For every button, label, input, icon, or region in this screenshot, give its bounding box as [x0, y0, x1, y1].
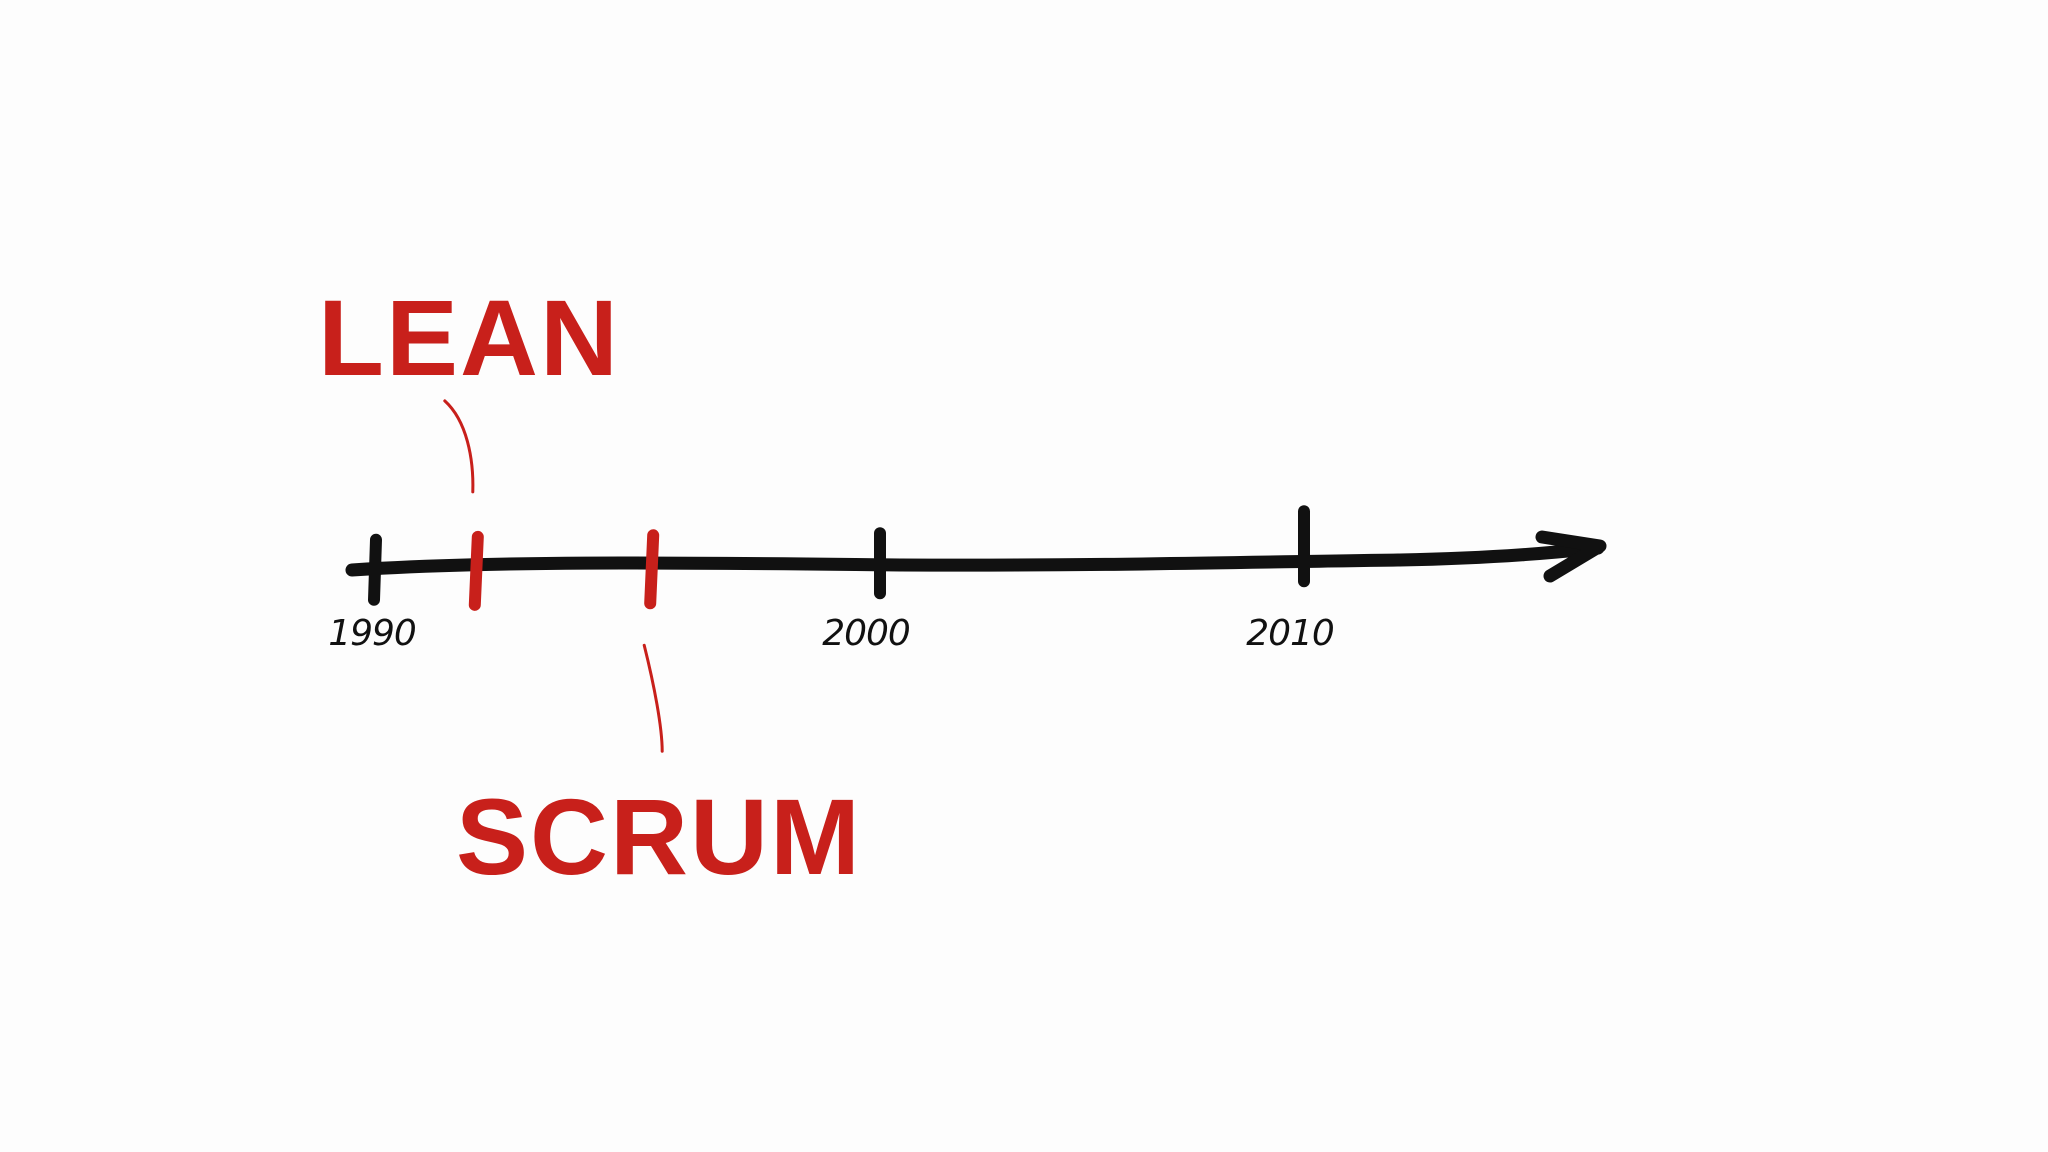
event-tick-lean: [468, 530, 484, 611]
event-markers: LEAN SCRUM: [318, 277, 862, 897]
year-label-1990: 1990: [328, 613, 416, 654]
year-label-2010: 2010: [1246, 613, 1334, 654]
year-tick-1990: [368, 533, 382, 606]
arrow-right-icon: [1535, 530, 1607, 583]
event-tick-scrum: [644, 529, 660, 610]
event-label-lean: LEAN: [318, 277, 620, 398]
event-leader-scrum: [642, 643, 664, 753]
year-ticks: [368, 505, 1310, 606]
event-leader-lean: [443, 399, 475, 494]
year-label-2000: 2000: [822, 613, 910, 654]
year-labels: 1990 2000 2010: [328, 613, 1335, 654]
event-label-scrum: SCRUM: [456, 776, 862, 897]
timeline-axis: [345, 541, 1605, 577]
